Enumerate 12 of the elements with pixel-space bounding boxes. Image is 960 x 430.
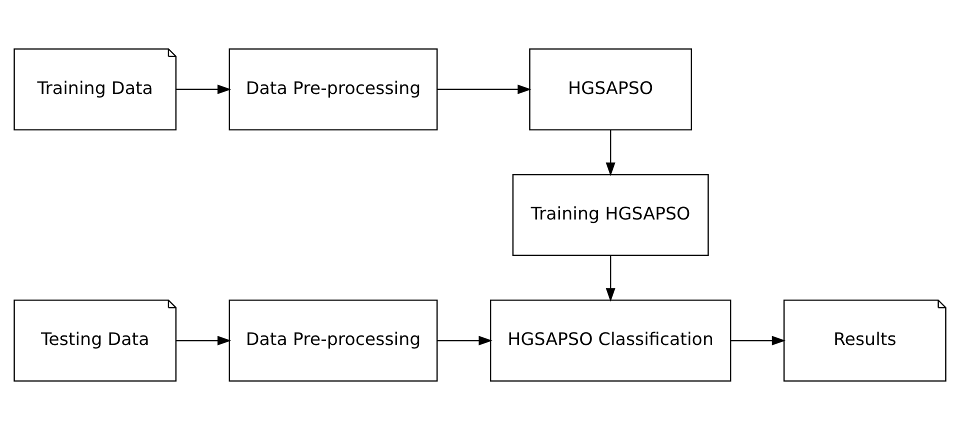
node-box: Training HGSAPSO — [512, 174, 709, 256]
arrow — [437, 84, 532, 94]
node-box: Data Pre-processing — [228, 300, 438, 382]
arrow — [730, 336, 786, 346]
node-box: HGSAPSO — [529, 48, 692, 130]
node-box: Data Pre-processing — [228, 48, 438, 130]
arrow — [437, 336, 492, 346]
arrow — [606, 130, 616, 176]
node-box: HGSAPSO Classification — [490, 300, 732, 382]
arrow — [176, 84, 232, 94]
arrow — [176, 336, 232, 346]
arrow — [606, 255, 616, 302]
